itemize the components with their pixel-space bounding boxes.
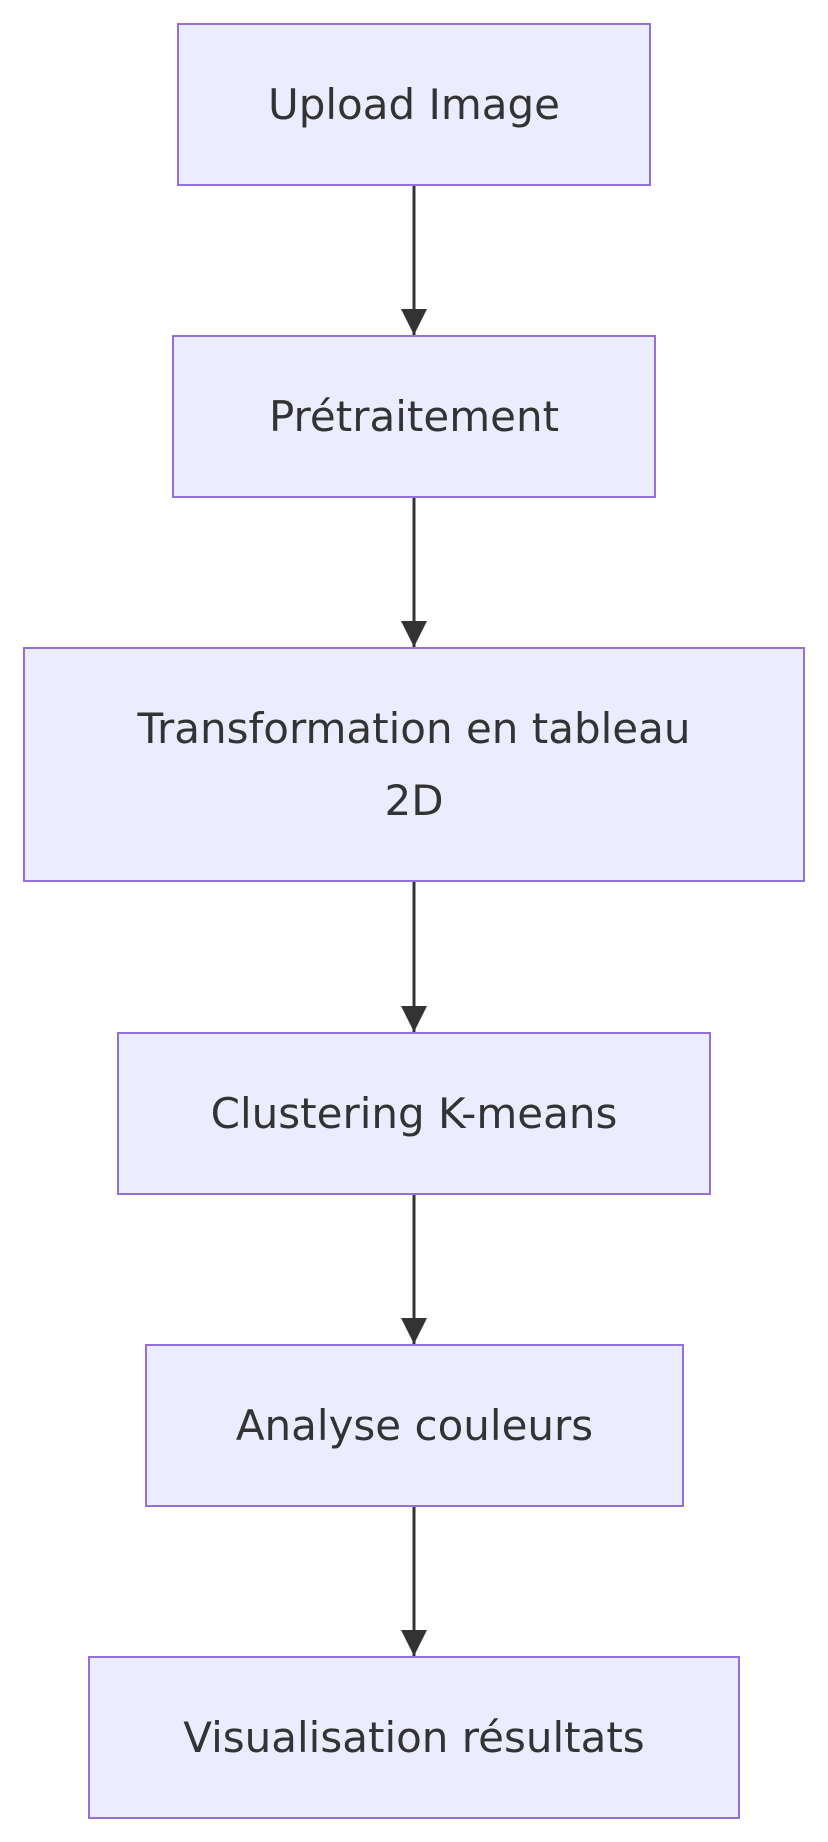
node-analyse-couleurs: Analyse couleurs	[145, 1344, 684, 1507]
node-label: Clustering K-means	[210, 1088, 618, 1138]
node-upload-image: Upload Image	[177, 23, 651, 186]
node-label: Visualisation résultats	[183, 1712, 645, 1762]
node-clustering-k-means: Clustering K-means	[117, 1032, 711, 1195]
node-pretraitement: Prétraitement	[172, 335, 656, 498]
node-label: Upload Image	[267, 79, 561, 129]
node-label: Analyse couleurs	[235, 1400, 594, 1450]
node-label: Transformation en tableau 2D	[137, 703, 691, 825]
node-visualisation-resultats: Visualisation résultats	[88, 1656, 740, 1819]
node-transformation-tableau-2d: Transformation en tableau 2D	[23, 647, 805, 882]
node-label: Prétraitement	[268, 391, 560, 441]
